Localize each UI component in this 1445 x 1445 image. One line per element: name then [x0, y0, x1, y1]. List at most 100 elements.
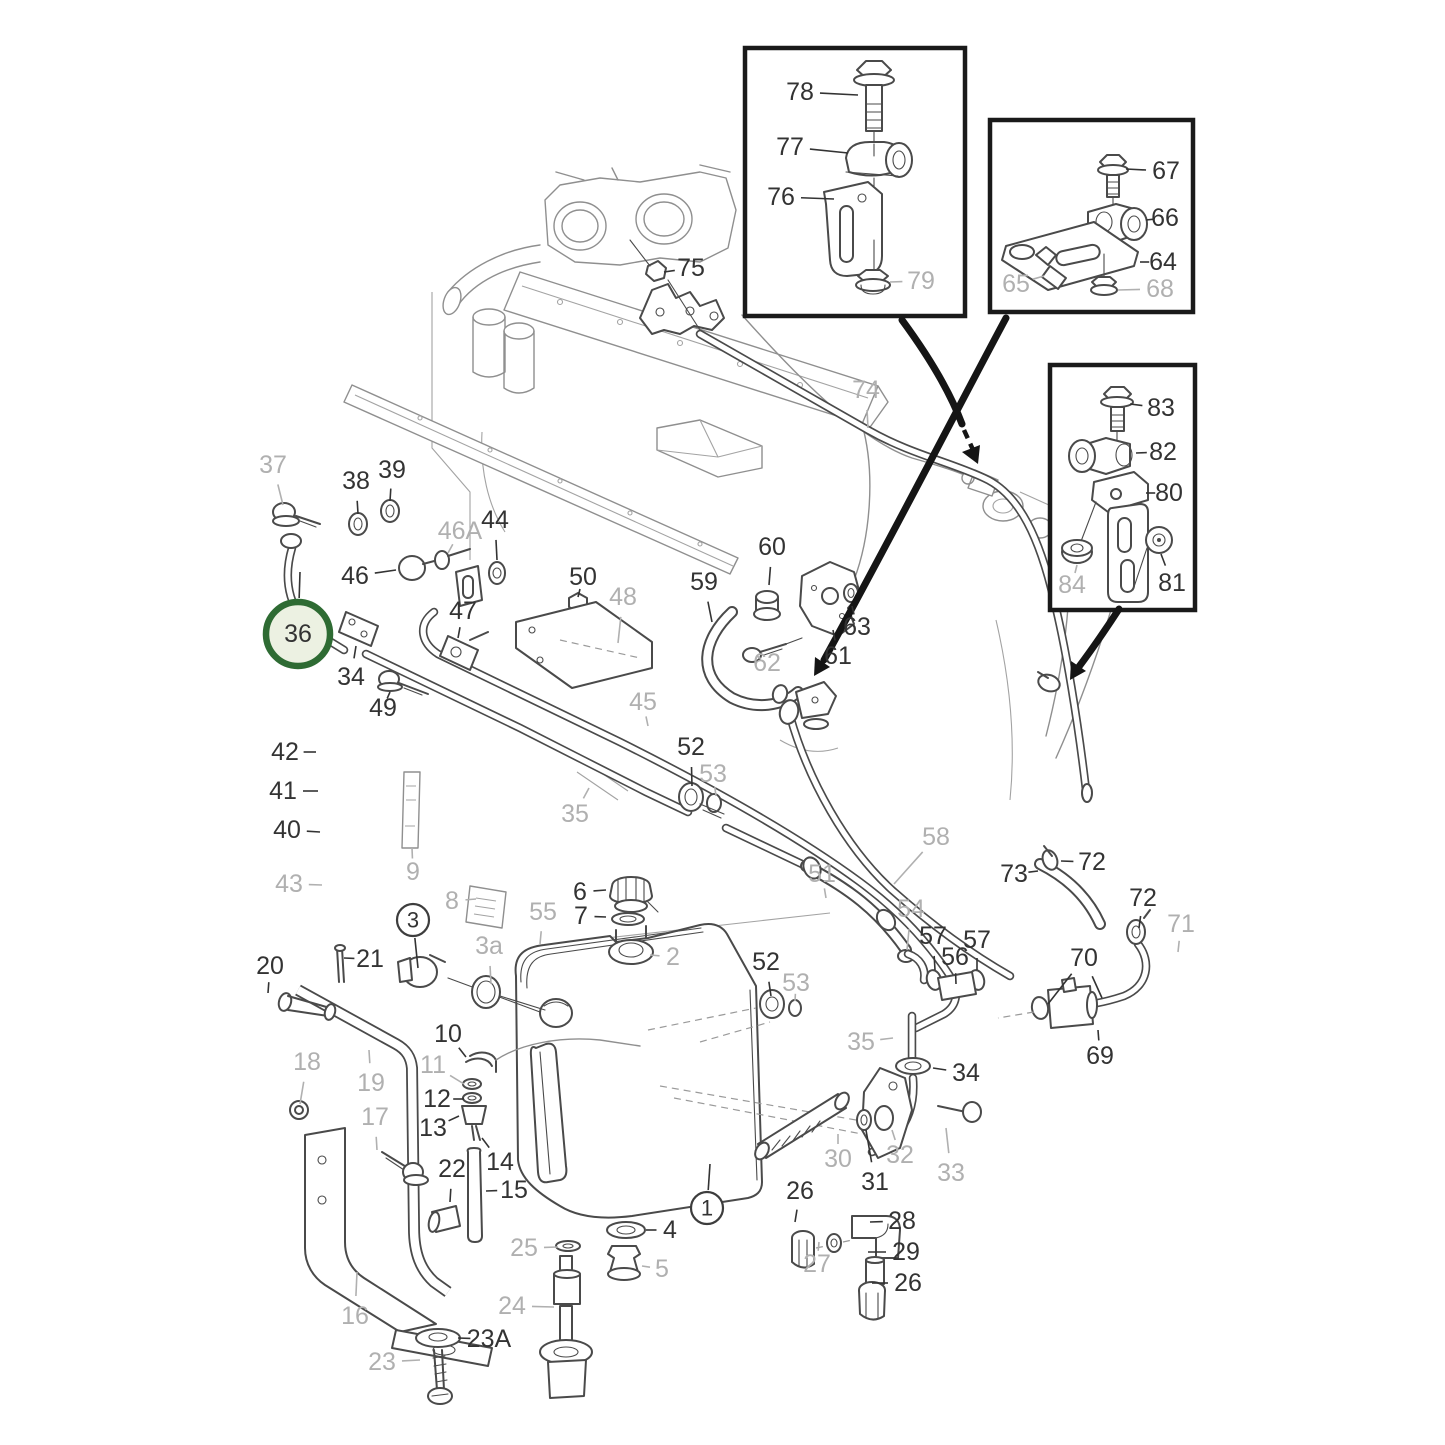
leader-line-84: [1074, 564, 1078, 574]
part-number: 68: [1146, 275, 1174, 303]
part-label-20: 20: [256, 952, 284, 994]
vent-fitting-art: [427, 1038, 641, 1243]
part-label-52: 52: [752, 948, 780, 997]
part-label-26: 26: [786, 1177, 814, 1223]
leader-line-14: [481, 1137, 490, 1149]
leader-line-46a: [447, 543, 454, 554]
part-number: 45: [629, 688, 657, 716]
part-number: 54: [897, 895, 925, 923]
part-label-76: 76: [767, 183, 835, 211]
part-label-39: 39: [378, 456, 406, 502]
part-number: 52: [677, 733, 705, 761]
part-label-70: 70: [1047, 944, 1103, 1005]
leader-line-83: [1129, 403, 1143, 407]
part-number: 48: [609, 583, 637, 611]
part-label-8: 8: [445, 887, 477, 915]
part-label-47: 47: [449, 597, 477, 639]
part-label-57: 57: [919, 922, 947, 971]
part-number: 77: [776, 133, 804, 161]
leader-line-52: [768, 981, 772, 997]
part-number: 21: [356, 945, 384, 973]
part-label-13: 13: [419, 1114, 460, 1142]
part-label-45: 45: [629, 688, 657, 727]
part-number: 19: [357, 1069, 385, 1097]
part-number: 50: [569, 563, 597, 591]
part-number: 53: [782, 969, 810, 997]
part-number: 12: [423, 1085, 451, 1113]
part-number: 18: [293, 1048, 321, 1076]
part-number: 64: [1149, 248, 1177, 276]
leader-line-27: [817, 1241, 820, 1251]
part-label-16: 16: [341, 1271, 369, 1330]
part-label-42: 42: [271, 738, 316, 766]
part-number: 1: [701, 1196, 713, 1221]
leader-line-66: [1145, 218, 1154, 221]
part-label-73: 73: [1000, 860, 1039, 888]
part-label-3: 3: [395, 902, 431, 969]
part-number: 24: [498, 1292, 526, 1320]
part-number: 79: [907, 267, 935, 295]
leader-line-26: [794, 1209, 798, 1223]
location-arrows: [814, 314, 1123, 680]
leader-line-70: [1091, 975, 1103, 999]
part-number: 33: [937, 1159, 965, 1187]
part-label-64: 64: [1140, 248, 1177, 276]
part-label-71: 71: [1167, 910, 1195, 953]
part-label-78: 78: [786, 78, 859, 106]
leader-line-50: [577, 588, 581, 598]
part-number: 57: [963, 926, 991, 954]
part-label-27: 27: [803, 1241, 831, 1278]
part-number: 47: [449, 597, 477, 625]
part-number: 36: [284, 620, 312, 648]
part-number: 53: [699, 760, 727, 788]
leader-line-81: [1160, 553, 1167, 566]
part-label-61: 61: [824, 629, 852, 670]
part-number: 74: [852, 376, 880, 404]
bracket-75-art: [629, 239, 725, 335]
leader-line-2: [649, 954, 660, 957]
part-number: 9: [406, 858, 420, 886]
part-label-58: 58: [893, 823, 950, 885]
part-label-79: 79: [889, 267, 935, 295]
part-label-67: 67: [1125, 157, 1180, 185]
leader-line-76: [800, 196, 835, 200]
part-number: 63: [843, 613, 871, 641]
leader-line-16: [355, 1271, 358, 1297]
leader-line-10: [458, 1047, 467, 1058]
leader-line-49: [386, 691, 391, 699]
part-label-32: 32: [886, 1129, 914, 1169]
part-label-33: 33: [937, 1127, 965, 1187]
part-number: 56: [941, 943, 969, 971]
part-number: 37: [259, 451, 287, 479]
part-number: 76: [767, 183, 795, 211]
part-number: 26: [786, 1177, 814, 1205]
leader-line-70: [1047, 973, 1073, 1005]
part-label-14: 14: [481, 1137, 514, 1176]
part-label-15: 15: [485, 1176, 528, 1204]
reference-circle: [689, 1190, 725, 1226]
part-number: 67: [1152, 157, 1180, 185]
leader-line-71: [1177, 940, 1180, 953]
part-label-36-highlighted[interactable]: 36: [262, 571, 334, 670]
part-label-43: 43: [275, 870, 323, 898]
part-label-10: 10: [434, 1020, 467, 1058]
part-number: 5: [655, 1255, 669, 1283]
part-label-35: 35: [561, 787, 590, 828]
part-number: 72: [1078, 848, 1106, 876]
part-label-34: 34: [932, 1059, 980, 1087]
part-label-37: 37: [259, 451, 287, 506]
part-label-17: 17: [361, 1103, 389, 1151]
leader-line-53: [714, 787, 717, 797]
part-label-63: 63: [843, 605, 871, 641]
part-label-82: 82: [1135, 438, 1177, 466]
part-number: 55: [529, 898, 557, 926]
part-number: 66: [1151, 204, 1179, 232]
highlight-circle[interactable]: [262, 598, 334, 670]
part-label-65: 65: [1002, 270, 1045, 298]
part-label-59: 59: [690, 568, 718, 623]
part-label-29: 29: [868, 1238, 920, 1266]
part-number: 8: [445, 887, 459, 915]
part-number: 58: [922, 823, 950, 851]
leader-line-68: [1117, 288, 1141, 291]
